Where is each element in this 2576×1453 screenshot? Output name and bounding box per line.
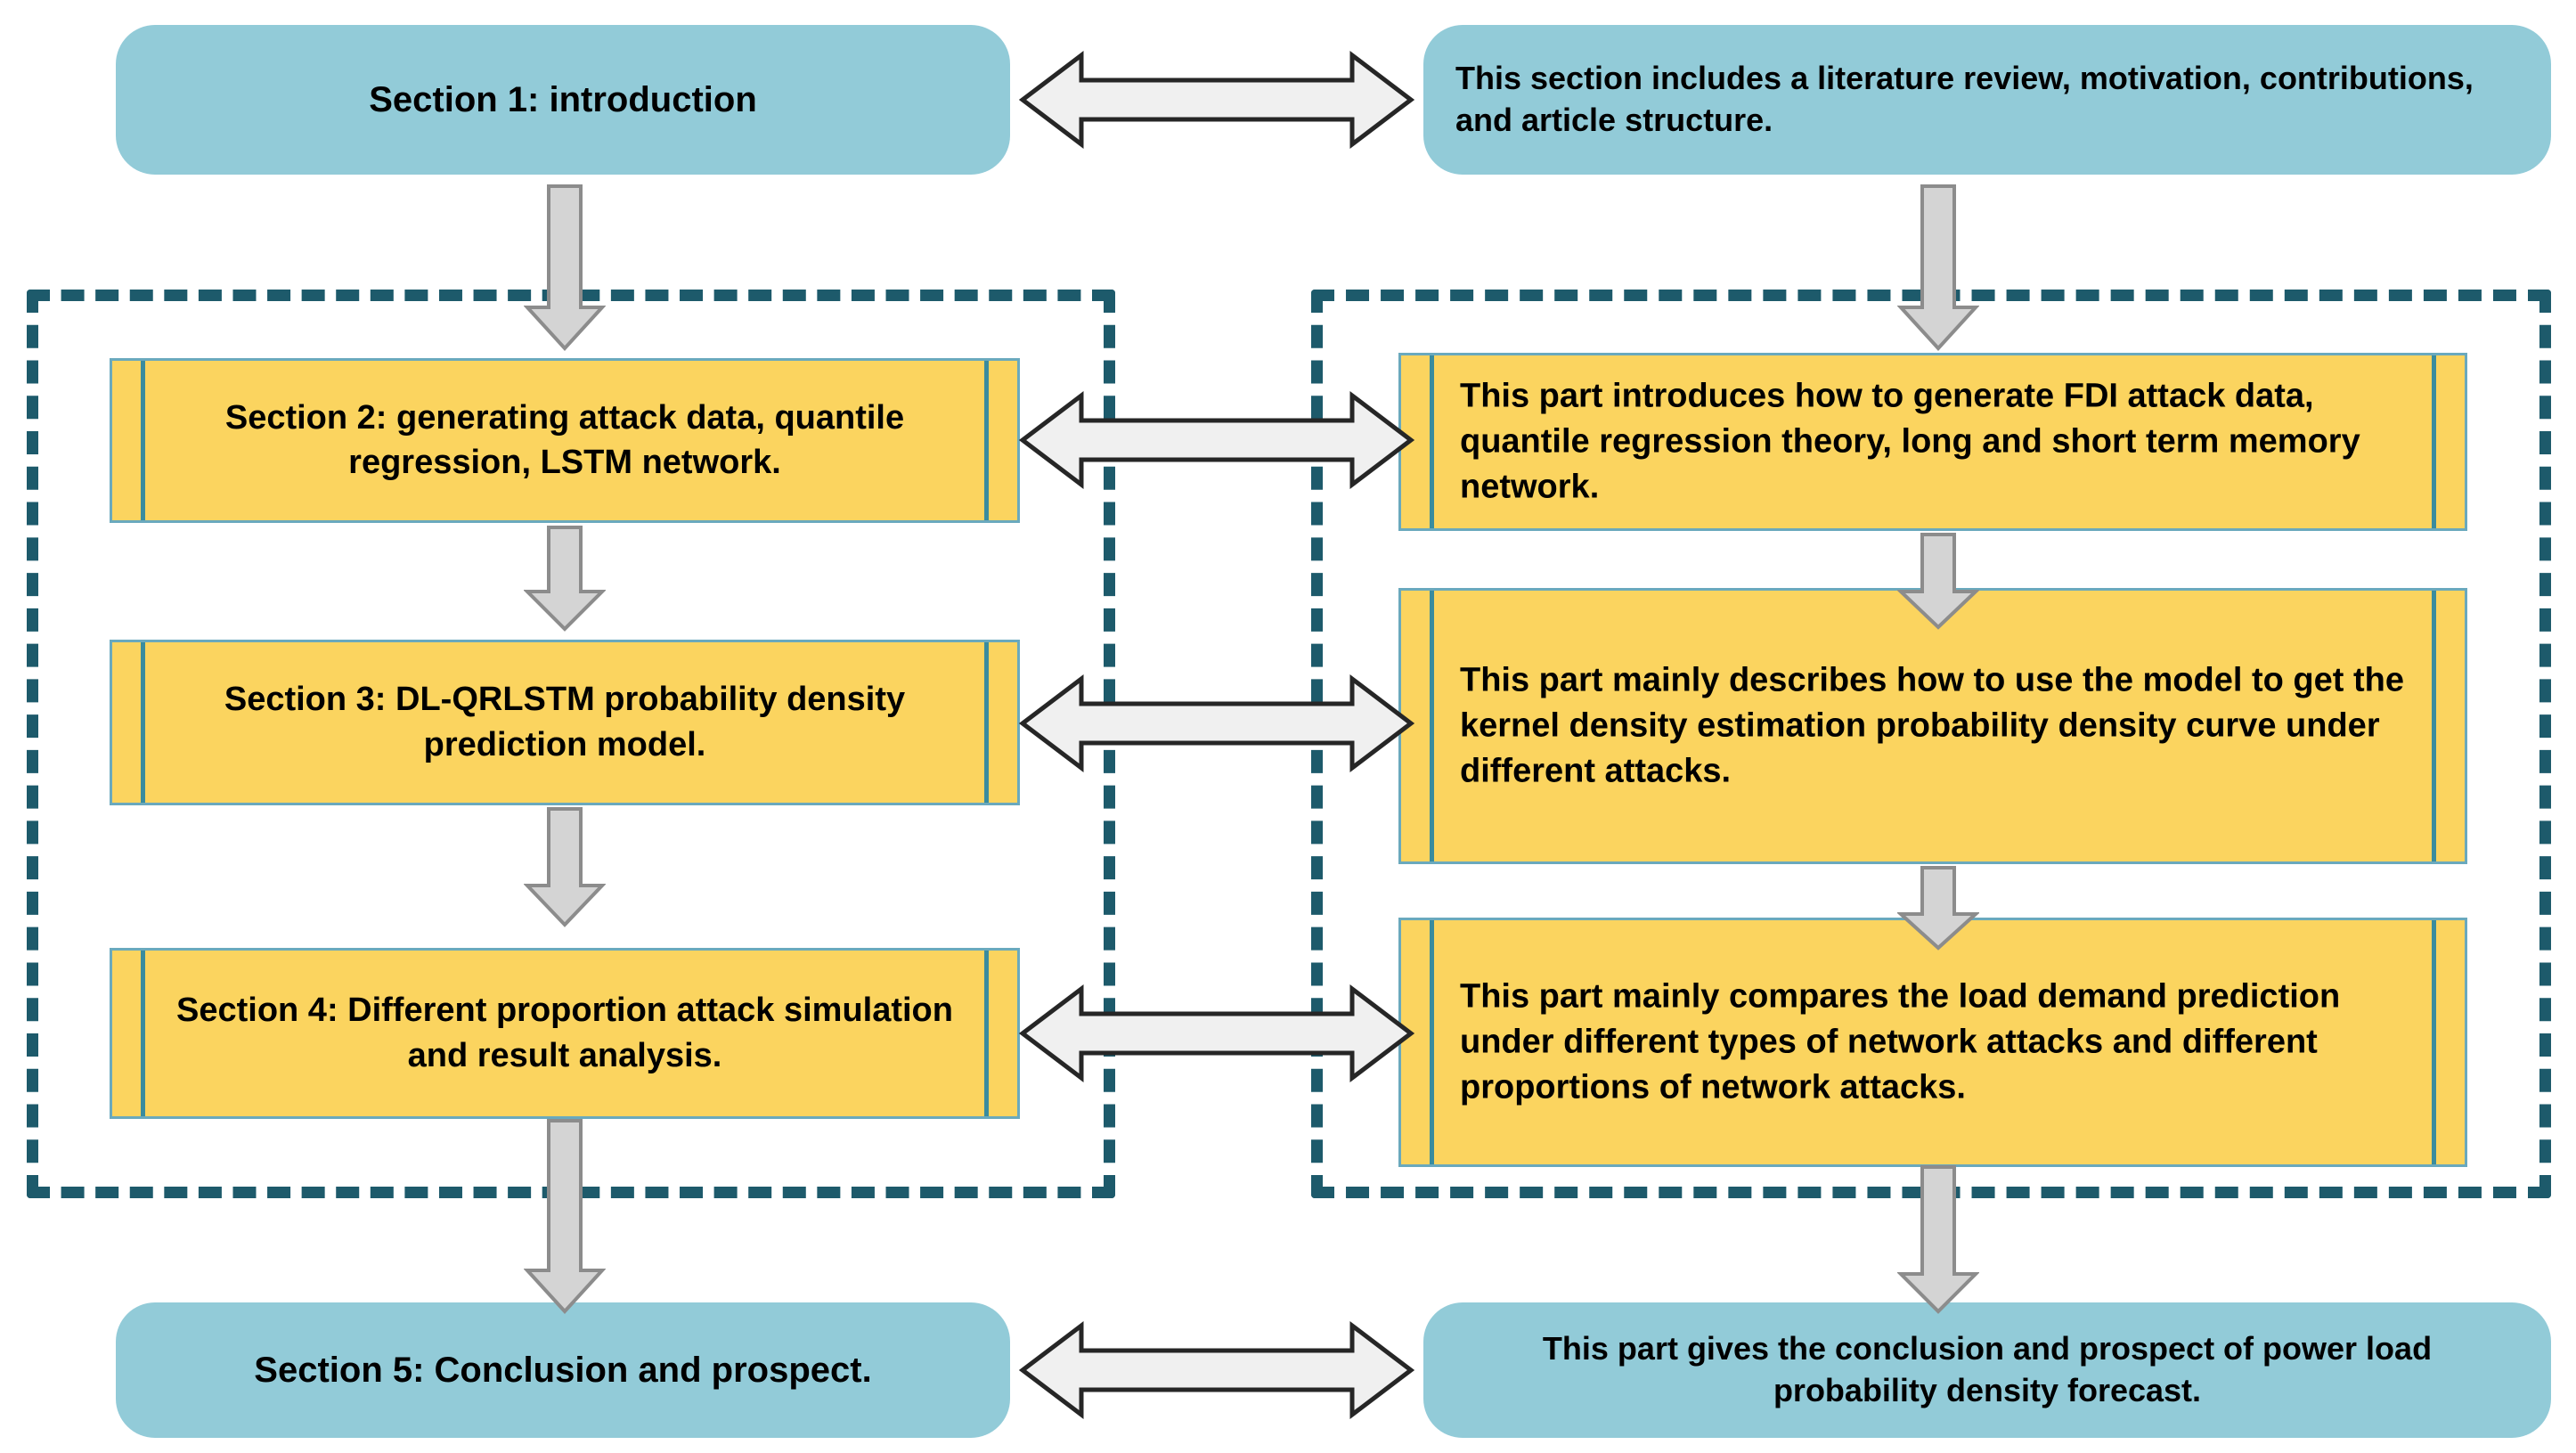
section3-desc-rail-left — [1430, 591, 1434, 861]
down-arrow-right-3 — [1897, 866, 1979, 951]
bidirectional-arrow-3[interactable] — [1015, 670, 1418, 777]
section5-title-box[interactable]: Section 5: Conclusion and prospect. — [116, 1302, 1010, 1438]
bidirectional-arrow-5[interactable] — [1015, 1317, 1418, 1424]
section5-title-text: Section 5: Conclusion and prospect. — [254, 1351, 872, 1390]
section1-desc-box[interactable]: This section includes a literature revie… — [1423, 25, 2551, 175]
section4-title-rail-left — [141, 951, 145, 1116]
section4-title-box[interactable]: Section 4: Different proportion attack s… — [110, 948, 1020, 1119]
down-arrow-left-2 — [524, 526, 606, 633]
section3-desc-rail-right — [2432, 591, 2436, 861]
section4-desc-text: This part mainly compares the load deman… — [1460, 977, 2341, 1106]
section2-title-rail-left — [141, 361, 145, 520]
section4-desc-rail-right — [2432, 920, 2436, 1164]
bidirectional-arrow-4[interactable] — [1015, 980, 1418, 1087]
section4-title-rail-right — [984, 951, 989, 1116]
section2-desc-text: This part introduces how to generate FDI… — [1460, 377, 2360, 506]
section4-desc-rail-left — [1430, 920, 1434, 1164]
section2-desc-box[interactable]: This part introduces how to generate FDI… — [1398, 353, 2467, 531]
down-arrow-right-1 — [1897, 183, 1979, 352]
section2-title-box[interactable]: Section 2: generating attack data, quant… — [110, 358, 1020, 523]
section5-desc-box[interactable]: This part gives the conclusion and prosp… — [1423, 1302, 2551, 1438]
section1-title-box[interactable]: Section 1: introduction — [116, 25, 1010, 175]
down-arrow-left-3 — [524, 807, 606, 928]
left-sections-dashed-group — [27, 290, 1115, 1198]
section3-title-text: Section 3: DL-QRLSTM probability density… — [224, 681, 906, 763]
down-arrow-right-2 — [1897, 533, 1979, 631]
section2-title-text: Section 2: generating attack data, quant… — [224, 398, 905, 482]
section3-title-rail-left — [141, 642, 145, 803]
section4-desc-box[interactable]: This part mainly compares the load deman… — [1398, 918, 2467, 1167]
section2-title-rail-right — [984, 361, 989, 520]
down-arrow-left-1 — [524, 183, 606, 352]
bidirectional-arrow-1[interactable] — [1015, 46, 1418, 153]
section2-desc-rail-right — [2432, 355, 2436, 528]
down-arrow-right-4 — [1897, 1165, 1979, 1315]
section3-desc-text: This part mainly describes how to use th… — [1460, 661, 2404, 790]
section5-desc-text: This part gives the conclusion and prosp… — [1542, 1330, 2433, 1408]
section3-title-box[interactable]: Section 3: DL-QRLSTM probability density… — [110, 640, 1020, 805]
section1-title-text: Section 1: introduction — [369, 80, 757, 119]
section3-desc-box[interactable]: This part mainly describes how to use th… — [1398, 588, 2467, 864]
section1-desc-text: This section includes a literature revie… — [1455, 60, 2474, 138]
section4-title-text: Section 4: Different proportion attack s… — [176, 992, 953, 1074]
section2-desc-rail-left — [1430, 355, 1434, 528]
bidirectional-arrow-2[interactable] — [1015, 387, 1418, 494]
section3-title-rail-right — [984, 642, 989, 803]
down-arrow-left-4 — [524, 1119, 606, 1315]
